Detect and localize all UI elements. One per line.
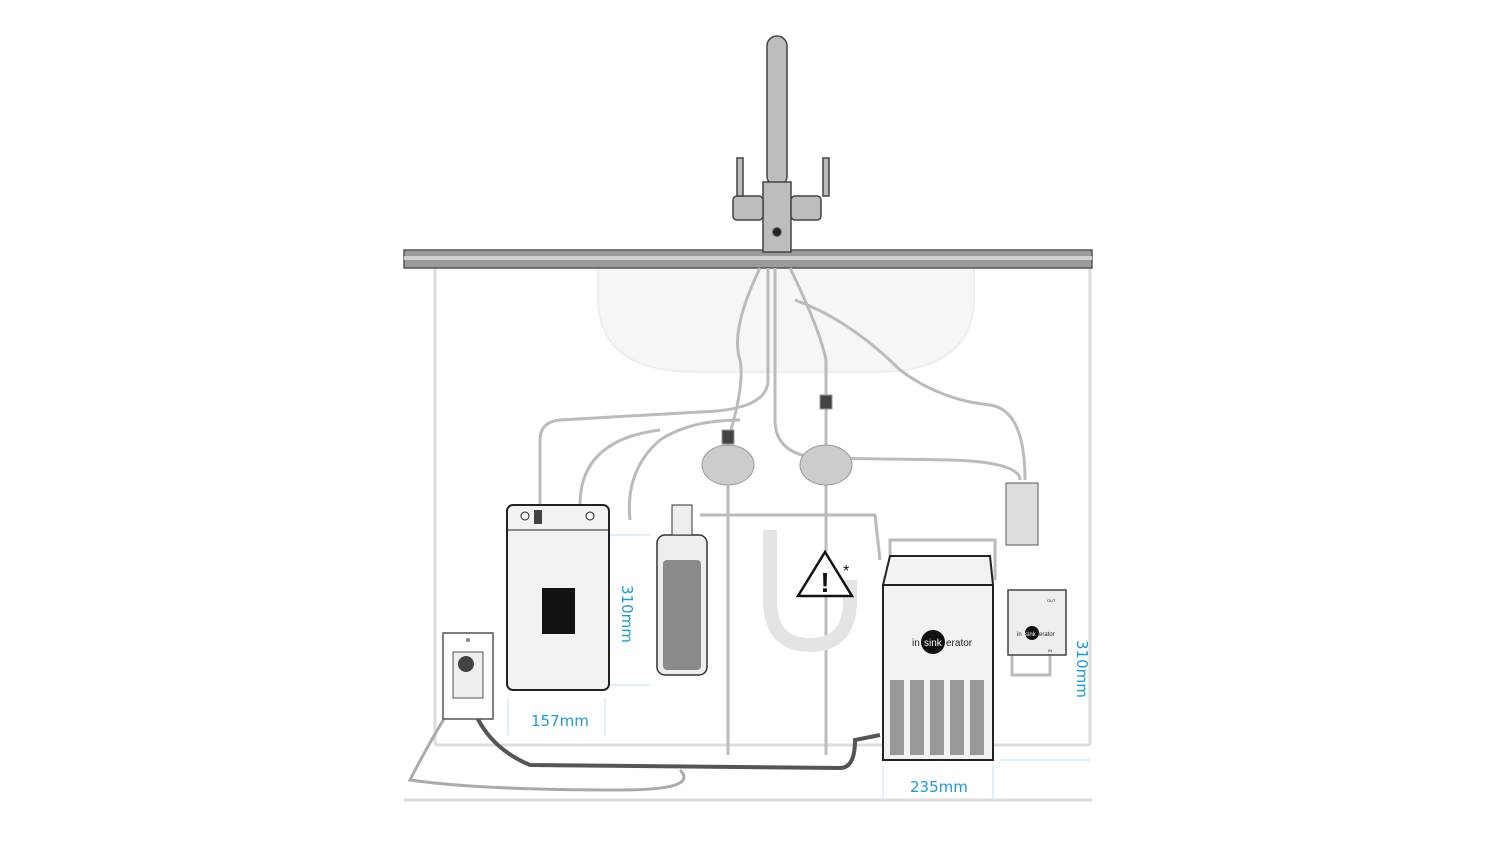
dimension-label: 310mm bbox=[618, 585, 636, 643]
svg-text:sink: sink bbox=[924, 638, 943, 649]
svg-text:OUT: OUT bbox=[1047, 598, 1056, 603]
water-filter bbox=[656, 504, 708, 676]
svg-text:!: ! bbox=[820, 567, 829, 598]
svg-text:*: * bbox=[843, 563, 849, 580]
tank-small bbox=[506, 504, 610, 691]
svg-text:sink: sink bbox=[1025, 632, 1037, 638]
dimension-label: 235mm bbox=[910, 778, 968, 796]
isolation-valves bbox=[701, 394, 853, 486]
svg-text:in: in bbox=[912, 638, 920, 649]
sink-bowl bbox=[597, 268, 975, 373]
vent-grille bbox=[890, 680, 984, 755]
tap bbox=[732, 35, 830, 253]
filter-control-box: OUT IN in sink erator bbox=[1005, 482, 1067, 656]
svg-text:in: in bbox=[1017, 632, 1022, 638]
tank-large: in sink erator bbox=[881, 555, 995, 761]
svg-text:erator: erator bbox=[1039, 632, 1055, 638]
pipework bbox=[538, 267, 1052, 755]
dimension-label: 310mm bbox=[1073, 640, 1091, 698]
power-cable-loop bbox=[407, 679, 686, 792]
svg-text:erator: erator bbox=[946, 638, 973, 649]
warning-icon: ! * bbox=[795, 549, 855, 598]
waste-trap bbox=[763, 530, 857, 653]
wall-socket bbox=[442, 632, 494, 720]
dimension-label: 157mm bbox=[531, 712, 589, 730]
svg-text:IN: IN bbox=[1048, 648, 1052, 653]
cabinet bbox=[404, 268, 1092, 802]
dimension-lines bbox=[507, 534, 1090, 800]
